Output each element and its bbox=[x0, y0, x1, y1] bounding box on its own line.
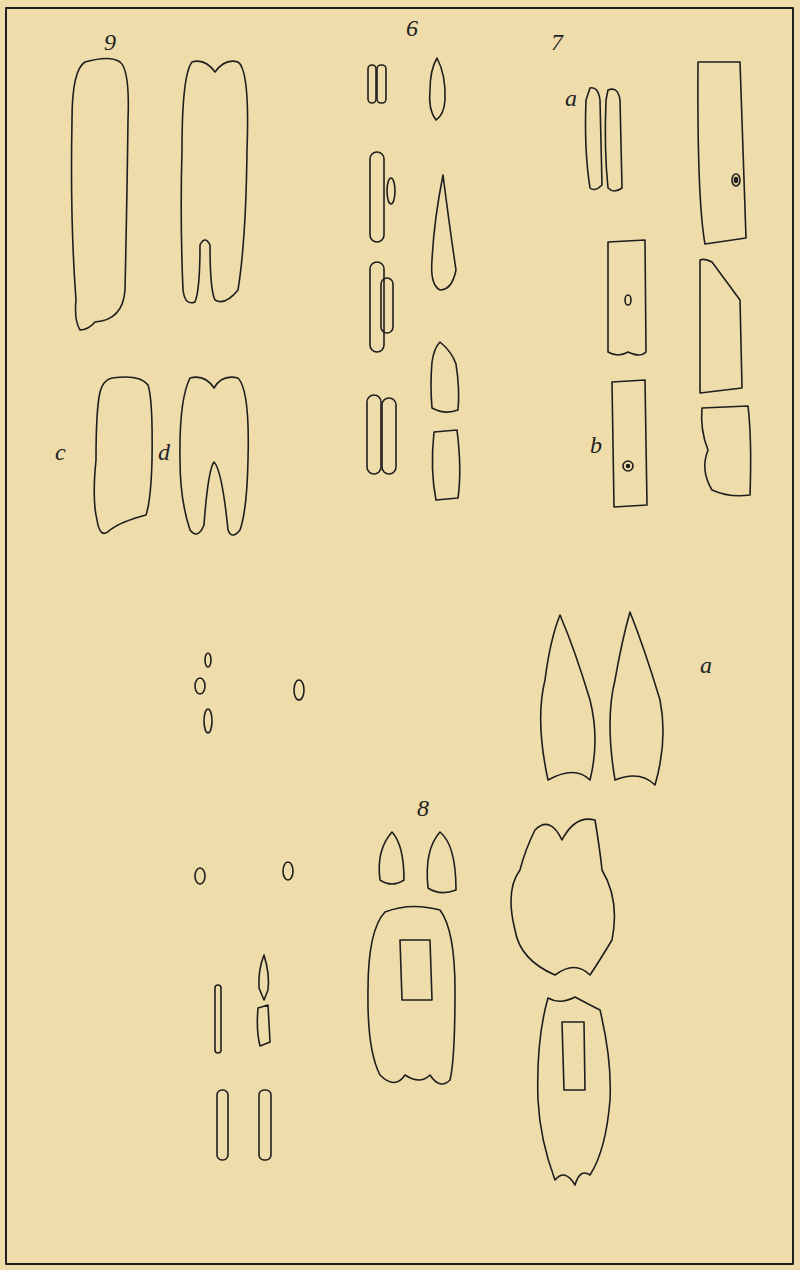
grain-outline bbox=[702, 406, 751, 496]
grain-outline bbox=[377, 65, 386, 103]
letter-label: a bbox=[700, 653, 712, 677]
grain-outline bbox=[431, 342, 459, 412]
grain-outline bbox=[541, 615, 595, 780]
grain-outline bbox=[511, 819, 614, 975]
grain-outline bbox=[204, 709, 212, 733]
grain-outline bbox=[283, 862, 293, 880]
grain-outline bbox=[379, 832, 404, 884]
hilum-dot bbox=[623, 461, 633, 471]
hilum-dot bbox=[625, 295, 631, 305]
grain-outline bbox=[538, 997, 611, 1185]
grain-outline bbox=[368, 65, 376, 103]
grain-outline bbox=[605, 89, 622, 191]
grain-outline bbox=[400, 940, 432, 1000]
letter-label: c bbox=[55, 440, 66, 464]
grain-outline bbox=[205, 653, 211, 667]
grain-outline bbox=[180, 377, 248, 535]
grain-outline bbox=[427, 832, 456, 893]
grain-outline bbox=[259, 1090, 271, 1160]
grain-outline bbox=[370, 152, 384, 242]
grain-outline bbox=[562, 1022, 585, 1090]
grain-outline bbox=[430, 58, 446, 120]
grain-outline bbox=[370, 262, 384, 352]
grain-outline bbox=[368, 906, 455, 1084]
letter-label: d bbox=[158, 440, 170, 464]
grain-outline bbox=[698, 62, 746, 244]
grain-outline bbox=[94, 377, 152, 533]
grain-outline bbox=[294, 680, 304, 700]
grain-outline bbox=[387, 178, 395, 204]
grain-outline bbox=[257, 1005, 270, 1046]
grain-outline bbox=[382, 398, 396, 474]
plate-frame bbox=[6, 8, 793, 1264]
grain-outline bbox=[195, 868, 205, 884]
grain-outline bbox=[608, 240, 646, 355]
grain-outline bbox=[181, 61, 247, 303]
grain-outline bbox=[432, 430, 459, 500]
figure-number: 9 bbox=[104, 30, 116, 54]
grain-outline bbox=[432, 175, 456, 290]
grain-outline bbox=[612, 380, 647, 507]
grain-outline bbox=[586, 88, 603, 190]
figure-number: 6 bbox=[406, 16, 418, 40]
hilum-dot bbox=[735, 178, 738, 183]
grain-outline bbox=[215, 985, 221, 1053]
figure-number: 7 bbox=[551, 30, 563, 54]
letter-label: b bbox=[590, 433, 602, 457]
grain-outline bbox=[217, 1090, 228, 1160]
hilum-dot bbox=[732, 174, 740, 186]
letter-label: a bbox=[565, 86, 577, 110]
grain-outline bbox=[72, 59, 129, 331]
grain-outline bbox=[381, 278, 393, 333]
figure-number: 8 bbox=[417, 796, 429, 820]
grain-outline bbox=[367, 395, 381, 474]
hilum-dot bbox=[627, 465, 630, 468]
grain-outline bbox=[259, 955, 269, 1000]
grain-outline bbox=[195, 678, 205, 694]
grain-outline bbox=[610, 612, 663, 785]
grain-outline bbox=[700, 259, 742, 393]
